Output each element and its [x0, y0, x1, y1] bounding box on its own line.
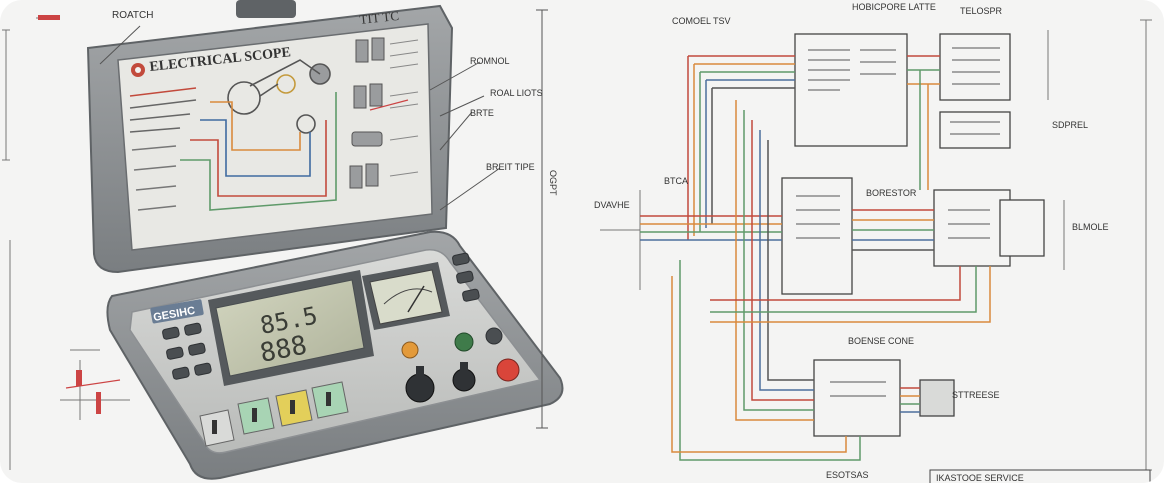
analog-meter — [362, 262, 450, 330]
keypad-button-3[interactable] — [166, 346, 184, 360]
brand-logo — [131, 63, 145, 77]
keypad-button-5[interactable] — [172, 366, 190, 380]
schematic-label-right-3: STTREESE — [952, 390, 1000, 400]
scope-callout-lines — [99, 9, 548, 429]
schematic-label-side-2: DVAVHE — [594, 200, 630, 210]
green-button[interactable] — [454, 332, 474, 352]
callout-right-2: ROAL LIOTS — [490, 88, 543, 98]
schematic-label-right-1: SDPREL — [1052, 120, 1088, 130]
scope-lid — [86, 0, 454, 274]
main-lcd: 85.5 888 — [208, 270, 374, 386]
ic-block-bottom-grid — [919, 379, 955, 417]
left-dimension-ticks — [38, 15, 101, 414]
callout-right-4: BREIT TIPE — [486, 162, 535, 172]
red-button[interactable] — [496, 358, 520, 382]
front-keys[interactable] — [199, 381, 349, 447]
lid-diagram — [129, 59, 337, 211]
schematic-label-top-3: TELOSPR — [960, 6, 1003, 16]
callout-right-1: ROMNOL — [470, 56, 510, 66]
title-block: IKASTOOE SERVICE — [929, 469, 1151, 483]
schematic-blocks — [781, 33, 1045, 437]
round-buttons[interactable] — [401, 327, 520, 382]
schematic-label-top-1: COMOEL TSV — [672, 16, 731, 26]
ic-block-bottom — [813, 359, 901, 437]
meter-side-buttons[interactable] — [452, 252, 480, 302]
side-button-3[interactable] — [462, 288, 480, 302]
ic-block-right — [933, 189, 1011, 267]
side-button-2[interactable] — [456, 270, 474, 284]
scope-callout-red-lines — [65, 99, 409, 389]
schematic-label-side-1: BTCA — [664, 176, 688, 186]
schematic-label-mid: BORESTOR — [866, 188, 917, 198]
dark-button[interactable] — [485, 327, 503, 345]
keypad-button-4[interactable] — [188, 342, 206, 356]
callout-vertical: OGPT — [548, 170, 558, 196]
ic-block-middle — [781, 177, 853, 295]
schematic-pins — [796, 47, 1000, 397]
orange-button[interactable] — [401, 341, 419, 359]
lid-corner-text: TIT TC — [359, 8, 400, 27]
callout-top: ROATCH — [112, 10, 153, 21]
left-keypad[interactable] — [162, 322, 212, 380]
schematic-label-top-2: HOBICPORE LATTE — [852, 2, 936, 12]
ic-block-top-right — [939, 33, 1011, 101]
ic-block-connector — [999, 199, 1045, 257]
callout-right-3: BRTE — [470, 108, 494, 118]
schematic-wires — [640, 55, 991, 461]
schematic-label-right-2: BLMOLE — [1072, 222, 1109, 232]
schematic-label-bottom-2: ESOTSAS — [826, 470, 869, 480]
keypad-button-1[interactable] — [162, 326, 180, 340]
meter-needle — [407, 285, 425, 313]
ic-block-small — [939, 111, 1011, 149]
schematic-label-bottom-1: BOENSE CONE — [848, 336, 914, 346]
keypad-button-2[interactable] — [184, 322, 202, 336]
keypad-button-6[interactable] — [194, 362, 212, 376]
side-button-1[interactable] — [452, 252, 470, 266]
lid-text-lines — [389, 39, 419, 177]
rotary-knobs[interactable] — [405, 362, 476, 403]
title-block-text: IKASTOOE SERVICE — [936, 473, 1024, 483]
lid-panel-grid — [349, 37, 385, 189]
